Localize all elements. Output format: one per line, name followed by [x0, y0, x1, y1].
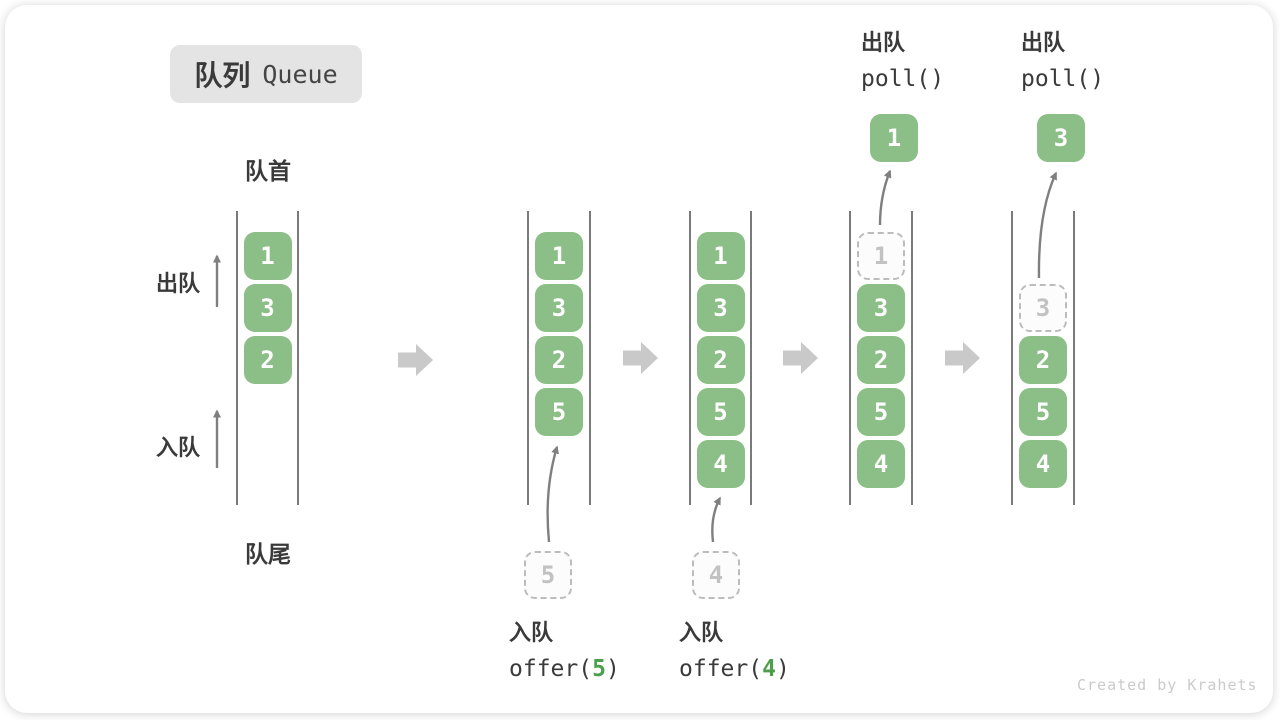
popped-item: 3	[1037, 114, 1085, 162]
queue-cell: 2	[696, 336, 745, 384]
queue-cell: 1	[243, 232, 292, 280]
offer-op-label-zh: 入队	[679, 620, 724, 645]
offer-op-label-code-text: )	[775, 656, 790, 682]
poll-op-label: 出队 poll()	[1021, 30, 1104, 92]
queue-cell: 5	[535, 388, 583, 436]
queue-cell: 2	[535, 336, 583, 384]
queue-front-label: 队首	[245, 158, 291, 184]
offer-op-label-code-text: )	[605, 656, 620, 682]
queue-cell: 5	[1019, 388, 1067, 436]
next-state-arrow	[945, 342, 980, 374]
offer-op-label-arg: 5	[592, 656, 606, 682]
queue-cell: 3	[857, 284, 905, 332]
next-state-arrow	[623, 342, 658, 374]
offer-op-label-code-text: offer(	[679, 656, 763, 682]
pending-item: 4	[692, 551, 740, 599]
queue-cell: 5	[857, 388, 905, 436]
enqueue-5-arrow	[546, 445, 559, 543]
next-state-arrow	[398, 344, 433, 376]
queue-cell: 3	[696, 284, 745, 332]
next-state-arrow	[783, 342, 818, 374]
offer-op-label-code: offer(5)	[509, 656, 620, 682]
poll-op-label-zh: 出队	[861, 30, 906, 55]
queue-cell: 4	[696, 440, 745, 488]
offer-op-label-arg: 4	[762, 656, 776, 682]
popped-item: 1	[870, 114, 918, 162]
queue-cell: 3	[243, 284, 292, 332]
poll-op-label: 出队 poll()	[861, 30, 944, 92]
poll-op-label-code-text: poll()	[861, 66, 945, 92]
queue-cell-removed: 1	[857, 232, 905, 280]
poll-op-label-code: poll()	[861, 66, 944, 92]
poll-1-arrow	[878, 169, 892, 226]
offer-op-label-code: offer(4)	[679, 656, 790, 682]
offer-op-label-code-text: offer(	[509, 656, 593, 682]
queue-cell: 3	[535, 284, 583, 332]
enqueue-4-arrow	[711, 496, 722, 543]
poll-3-arrow	[1037, 171, 1058, 279]
dequeue-side-label: 出队	[155, 271, 200, 296]
title-en: Queue	[262, 59, 338, 89]
offer-op-label: 入队 offer(4)	[679, 620, 790, 682]
queue-cell: 4	[1019, 440, 1067, 488]
queue-cell: 1	[696, 232, 745, 280]
offer-op-label-zh: 入队	[509, 620, 554, 645]
queue-cell-removed: 3	[1019, 284, 1067, 332]
queue-rear-label: 队尾	[245, 541, 291, 567]
queue-cell: 1	[535, 232, 583, 280]
queue-cell: 2	[857, 336, 905, 384]
poll-op-label-zh: 出队	[1021, 30, 1066, 55]
queue-cell: 5	[696, 388, 745, 436]
watermark: Created by Krahets	[1077, 676, 1258, 694]
poll-op-label-code: poll()	[1021, 66, 1104, 92]
poll-op-label-code-text: poll()	[1021, 66, 1105, 92]
enqueue-side-label: 入队	[155, 435, 200, 460]
title-badge: 队列 Queue	[170, 45, 362, 103]
queue-cell: 4	[857, 440, 905, 488]
pending-item: 5	[524, 551, 572, 599]
title-zh: 队列	[194, 60, 251, 91]
queue-cell: 2	[1019, 336, 1067, 384]
offer-op-label: 入队 offer(5)	[509, 620, 620, 682]
queue-cell: 2	[243, 336, 292, 384]
